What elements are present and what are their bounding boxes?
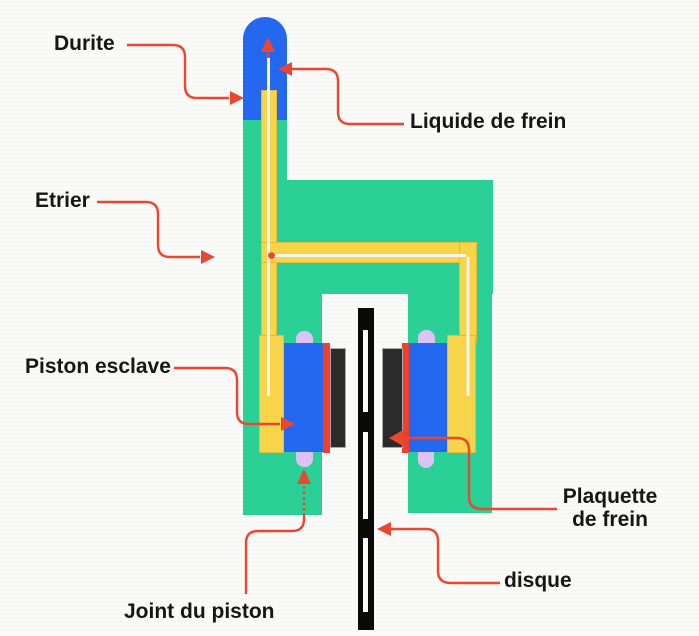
- fluid-channel-vertical-right: [459, 242, 477, 343]
- piston-seal-right-bottom: [418, 451, 434, 468]
- brake-pad-left: [330, 348, 346, 448]
- label-etrier: Etrier: [35, 189, 90, 212]
- label-piston-esclave: Piston esclave: [25, 355, 171, 378]
- disc-vent-slot-middle: [363, 432, 368, 519]
- fluid-channel-vertical-left: [261, 90, 277, 343]
- slave-piston-left: [284, 343, 323, 452]
- slave-piston-right: [408, 343, 447, 452]
- label-disque: disque: [504, 569, 572, 592]
- fluid-channel-horizontal: [261, 242, 477, 263]
- disque-arrow: [391, 527, 500, 585]
- durite-arrowhead: [230, 91, 244, 105]
- piston-seal-left-top: [296, 331, 313, 345]
- liquide-arrow: [291, 67, 404, 126]
- disque-arrowhead: [377, 522, 391, 536]
- piston-seal-right-top: [418, 330, 435, 345]
- pad-backing-left: [323, 343, 330, 453]
- brake-pad-right: [382, 348, 403, 448]
- disc-vent-slot-top: [363, 330, 368, 412]
- disc-vent-slot-bottom: [363, 538, 368, 612]
- etrier-arrowhead: [201, 250, 215, 264]
- joint-arrow: [244, 516, 306, 594]
- pad-backing-right: [402, 343, 409, 453]
- label-liquide-de-frein: Liquide de frein: [410, 110, 567, 133]
- durite-arrow: [127, 43, 229, 100]
- piston-seal-left-bottom: [296, 451, 313, 467]
- fluid-chamber-right: [447, 335, 476, 453]
- label-plaquette-de-frein: Plaquette de frein: [562, 485, 658, 531]
- fluid-chamber-left: [259, 335, 284, 453]
- etrier-arrow: [97, 200, 200, 259]
- caliper-bridge: [243, 180, 493, 294]
- label-durite: Durite: [54, 32, 115, 55]
- label-joint-du-piston: Joint du piston: [124, 600, 275, 623]
